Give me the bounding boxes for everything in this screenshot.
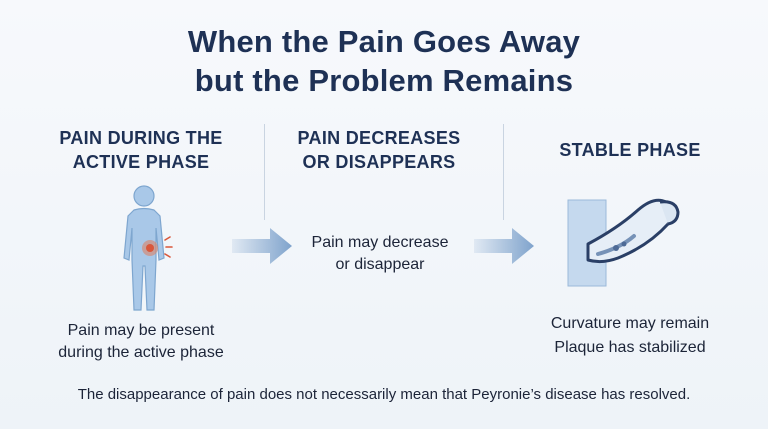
arrow-right-icon xyxy=(474,228,534,264)
phase-3-text-line-1: Curvature may remain xyxy=(550,315,710,332)
footer-note: The disappearance of pain does not neces… xyxy=(77,386,691,403)
arrow-right-icon xyxy=(232,228,292,264)
page-title: When the Pain Goes Away but the Problem … xyxy=(0,22,768,100)
phase-3-heading-line-1: STABLE PHASE xyxy=(559,140,701,160)
phase-2-text: Pain may decrease or disappear xyxy=(290,232,470,276)
divider-2 xyxy=(503,124,504,220)
phase-1-text: Pain may be present during the active ph… xyxy=(28,320,254,364)
phase-2-text-line-1: Pain may decrease xyxy=(311,234,449,251)
phase-1-text-line-2: during the active phase xyxy=(58,344,224,361)
divider-1 xyxy=(264,124,265,220)
phase-2-heading-line-1: PAIN DECREASES xyxy=(297,128,461,148)
phase-2-heading-line-2: OR DISAPPEARS xyxy=(302,152,456,172)
phase-1-heading-line-1: PAIN DURING THE xyxy=(59,128,223,148)
phase-3-heading: STABLE PHASE xyxy=(520,138,740,162)
title-line-1: When the Pain Goes Away xyxy=(187,24,581,59)
phase-3-text: Curvature may remain Plaque has stabiliz… xyxy=(520,312,740,360)
phase-1-heading-line-2: ACTIVE PHASE xyxy=(72,152,210,172)
phase-2-text-line-2: or disappear xyxy=(335,256,425,273)
human-body-pain-icon xyxy=(123,185,173,311)
curved-penis-plaque-icon xyxy=(567,198,680,287)
phase-1-text-line-1: Pain may be present xyxy=(67,322,215,339)
phase-3-text-line-2: Plaque has stabilized xyxy=(554,339,706,356)
phase-2-heading: PAIN DECREASES OR DISAPPEARS xyxy=(276,126,482,174)
phase-1-heading: PAIN DURING THE ACTIVE PHASE xyxy=(28,126,254,174)
title-line-2: but the Problem Remains xyxy=(194,63,574,98)
